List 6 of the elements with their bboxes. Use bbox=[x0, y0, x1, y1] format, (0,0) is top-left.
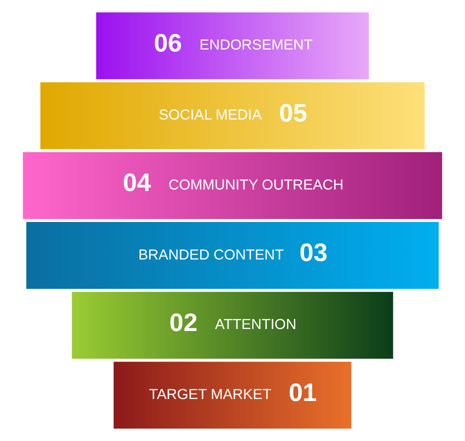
node-box: 04 COMMUNITY OUTREACH bbox=[22, 152, 442, 220]
node-box: 02 ATTENTION bbox=[72, 292, 394, 359]
node-box: BRANDED CONTENT 03 bbox=[26, 222, 439, 289]
node-box: 06 ENDORSEMENT bbox=[96, 12, 369, 80]
node-box: TARGET MARKET 01 bbox=[114, 362, 352, 429]
node-box: SOCIAL MEDIA 05 bbox=[40, 82, 425, 150]
